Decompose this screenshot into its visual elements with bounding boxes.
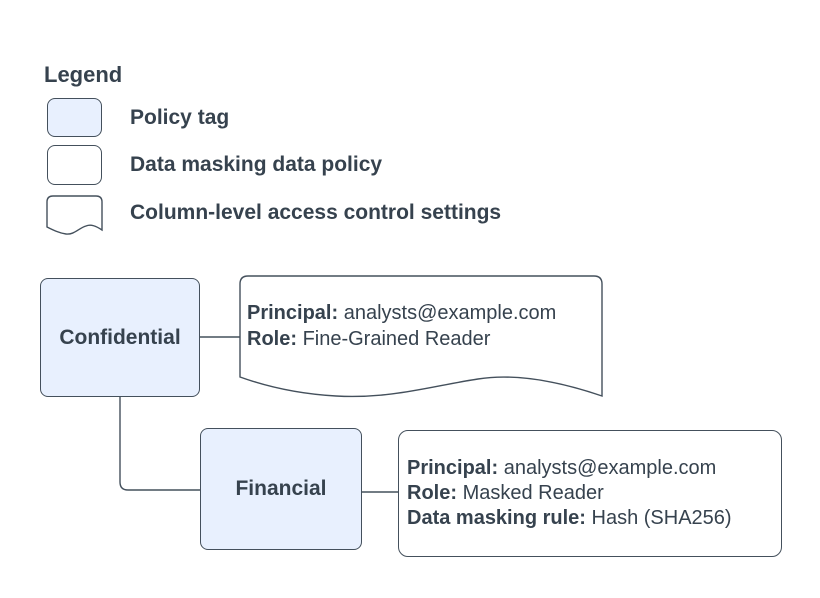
legend-policy-tag-swatch — [47, 98, 102, 137]
masking-policy-principal-line: Principal: analysts@example.com — [407, 456, 781, 481]
role-value: Fine-Grained Reader — [302, 328, 491, 350]
principal-value: analysts@example.com — [343, 302, 557, 324]
connector-confidential-to-financial — [119, 397, 200, 491]
legend-item-policy-tag-label: Policy tag — [130, 105, 230, 129]
principal-label: Principal: — [407, 457, 499, 479]
access-settings-principal-line: Principal: analysts@example.com — [247, 300, 597, 326]
masking-policy-rule-line: Data masking rule: Hash (SHA256) — [407, 506, 781, 531]
role-label: Role: — [407, 482, 457, 504]
legend-data-masking-swatch — [47, 145, 102, 185]
access-settings-document-shape — [239, 275, 603, 398]
policy-tag-confidential-label: Confidential — [59, 325, 181, 349]
policy-tag-confidential: Confidential — [40, 278, 200, 397]
policy-tag-financial-label: Financial — [235, 477, 327, 500]
masking-policy-role-line: Role: Masked Reader — [407, 481, 781, 506]
access-settings-text: Principal: analysts@example.com Role: Fi… — [247, 278, 597, 374]
legend-title: Legend — [44, 62, 123, 87]
data-masking-policy-box: Principal: analysts@example.com Role: Ma… — [398, 430, 782, 557]
role-label: Role: — [247, 328, 297, 350]
masking-rule-value: Hash (SHA256) — [591, 507, 732, 529]
legend-item-column-access-label: Column-level access control settings — [130, 200, 502, 224]
legend-column-access-swatch-shape — [46, 195, 103, 235]
access-settings-role-line: Role: Fine-Grained Reader — [247, 326, 597, 352]
policy-tag-financial: Financial — [200, 428, 362, 550]
legend-item-data-masking-label: Data masking data policy — [130, 153, 383, 176]
masking-rule-label: Data masking rule: — [407, 507, 586, 529]
principal-value: analysts@example.com — [503, 457, 717, 479]
role-value: Masked Reader — [462, 482, 604, 504]
principal-label: Principal: — [247, 302, 339, 324]
